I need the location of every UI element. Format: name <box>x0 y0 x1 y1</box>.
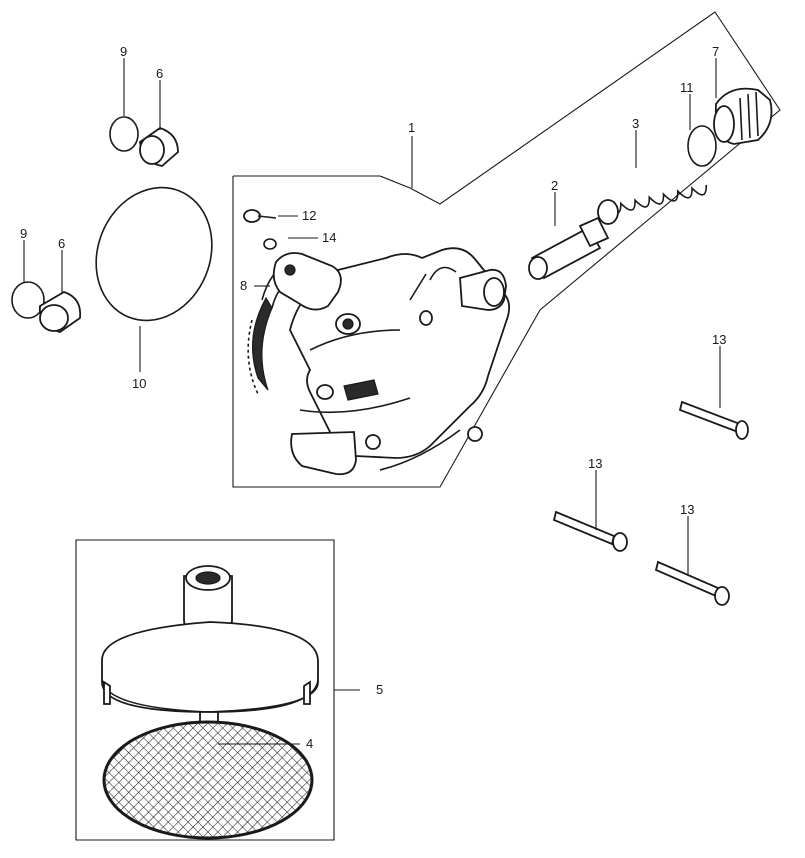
label-part-5: 5 <box>376 682 383 697</box>
label-part-1: 1 <box>408 120 415 135</box>
label-part-4: 4 <box>306 736 313 751</box>
bolts <box>552 400 749 606</box>
strainer-bracket <box>75 539 360 841</box>
leader-lines <box>23 58 721 745</box>
label-part-11: 11 <box>680 80 694 95</box>
label-part-3: 3 <box>632 116 639 131</box>
label-part-13c: 13 <box>680 502 694 517</box>
label-part-13a: 13 <box>712 332 726 347</box>
fitting-parts <box>243 209 342 311</box>
label-part-14: 14 <box>322 230 336 245</box>
label-part-9a: 9 <box>120 44 127 59</box>
pump-assembly-bracket <box>232 11 781 488</box>
label-part-6a: 6 <box>156 66 163 81</box>
label-part-6b: 6 <box>58 236 65 251</box>
oil-pump-body <box>247 247 511 476</box>
label-part-13b: 13 <box>588 456 602 471</box>
label-part-2: 2 <box>551 178 558 193</box>
part-labels: 1 2 3 4 5 6 6 7 8 9 9 10 11 12 13 13 13 … <box>20 44 726 751</box>
left-seals <box>11 116 213 333</box>
label-part-7: 7 <box>712 44 719 59</box>
label-part-8: 8 <box>240 278 247 293</box>
oil-strainer <box>101 565 319 840</box>
label-part-9b: 9 <box>20 226 27 241</box>
relief-valve-parts <box>528 87 773 280</box>
label-part-10: 10 <box>132 376 146 391</box>
label-part-12: 12 <box>302 208 316 223</box>
